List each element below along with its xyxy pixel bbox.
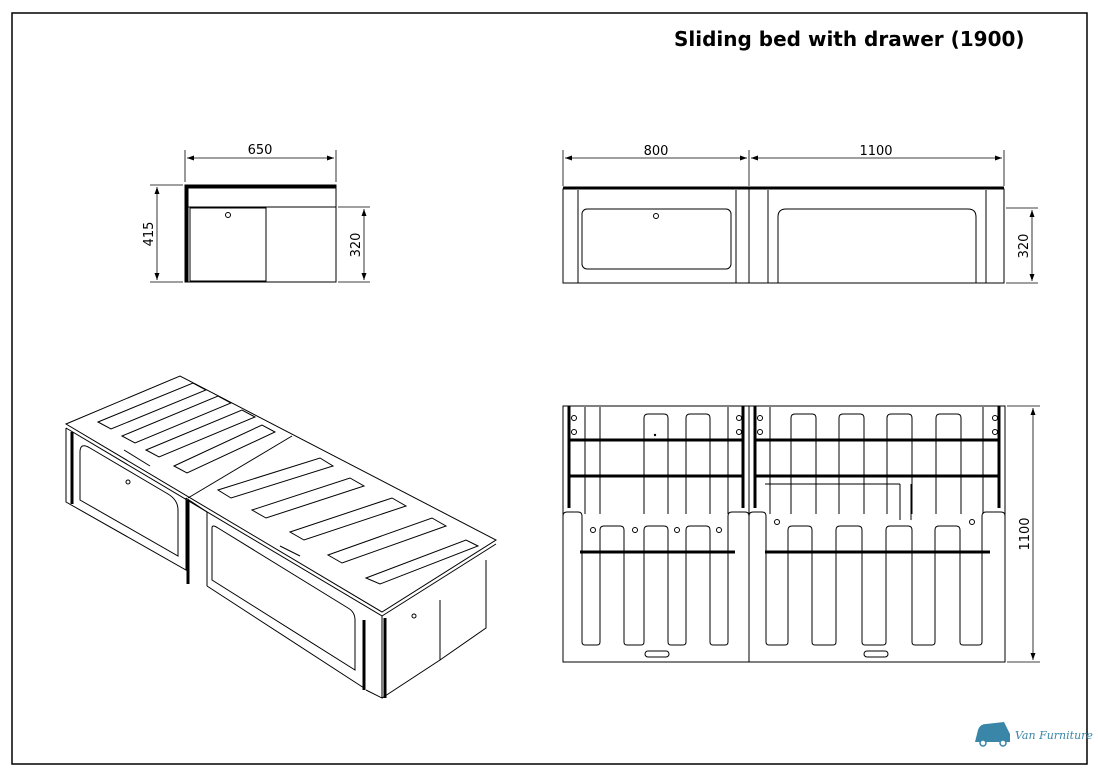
top-view: 1100 [562,405,1040,663]
top-depth-label: 1100 [1018,517,1033,550]
side-right-width-label: 1100 [859,144,892,159]
front-view: 650 415 320 [142,143,370,283]
side-drawer-front [581,208,732,270]
drawer-knob-icon [225,212,231,218]
iso-drawer-knob-icon [125,479,131,485]
side-drawer-knob-icon [653,213,659,219]
handle-slot-icon [863,650,889,658]
side-height-label: 320 [1017,234,1032,259]
side-left-width-label: 800 [644,144,669,159]
brand-logo: Van Furniture [975,722,1093,747]
page-border [11,12,1088,765]
logo-text: Van Furniture [1015,729,1093,742]
front-drawer-panel [189,207,267,282]
handle-slot-icon [644,650,670,658]
side-view: 800 1100 320 [562,144,1038,284]
isometric-view [64,375,498,699]
front-width-label: 650 [248,143,273,158]
iso-drawer-knob-icon [411,613,417,619]
van-icon [975,722,1010,747]
drawing-title: Sliding bed with drawer (1900) [674,27,1025,51]
front-height-label: 415 [142,222,157,247]
front-drawer-height-label: 320 [349,233,364,258]
